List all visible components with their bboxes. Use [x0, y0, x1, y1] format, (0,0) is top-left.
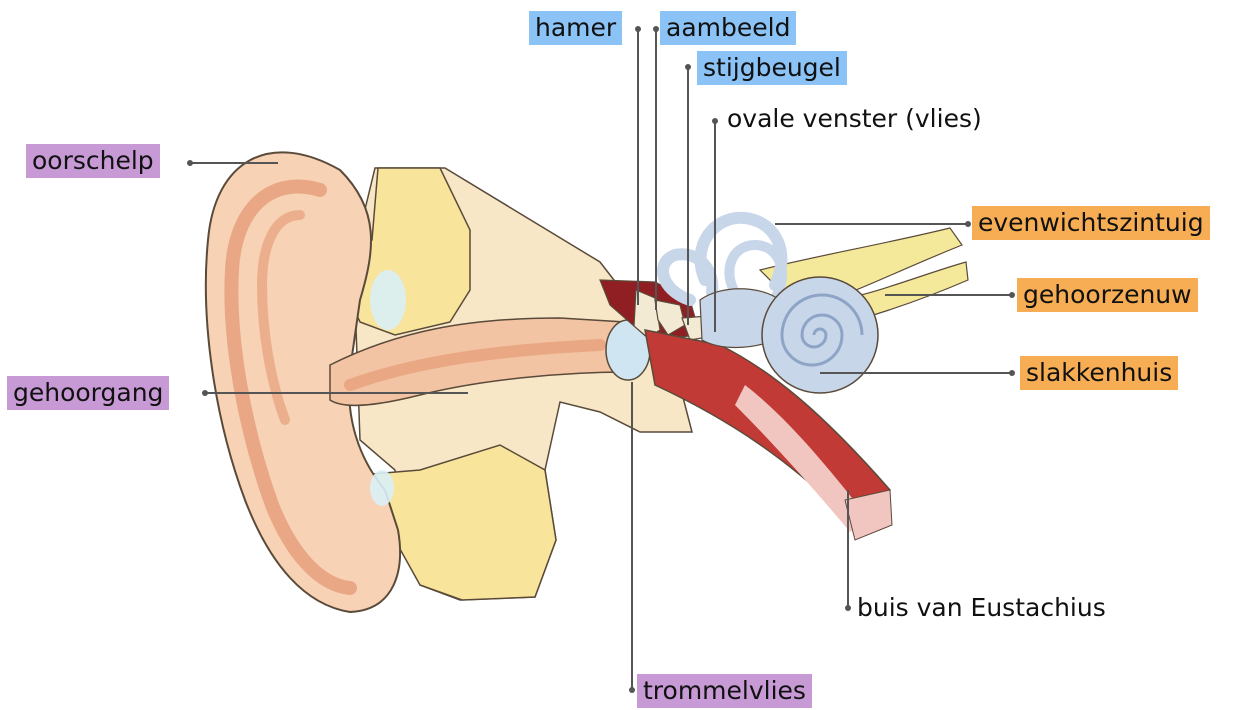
label-buis-van-eustachius: buis van Eustachius [855, 591, 1108, 625]
label-ovale-venster: ovale venster (vlies) [725, 102, 984, 136]
label-hamer: hamer [529, 11, 622, 45]
label-gehoorzenuw: gehoorzenuw [1017, 278, 1198, 312]
label-evenwichtszintuig: evenwichtszintuig [972, 206, 1210, 240]
label-stijgbeugel: stijgbeugel [697, 51, 847, 85]
label-trommelvlies: trommelvlies [637, 674, 812, 708]
label-oorschelp: oorschelp [26, 144, 160, 178]
cartilage-highlight-lower [370, 470, 394, 506]
label-aambeeld: aambeeld [660, 11, 796, 45]
label-slakkenhuis: slakkenhuis [1020, 356, 1178, 390]
cartilage-highlight-upper [370, 270, 406, 330]
label-gehoorgang: gehoorgang [7, 376, 169, 410]
